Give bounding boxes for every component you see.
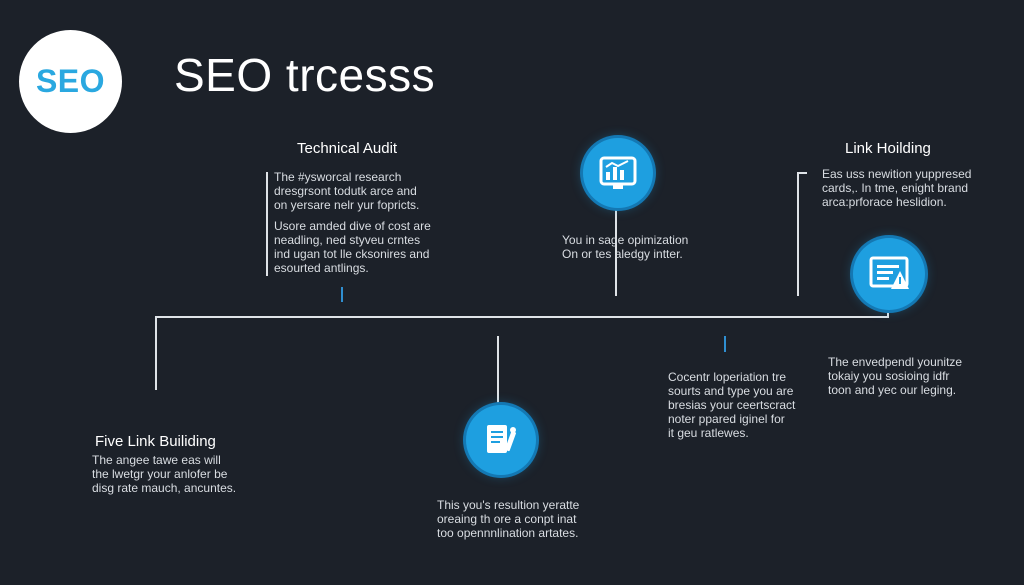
content-step-tick [724, 336, 726, 352]
link-holding-connector [797, 172, 799, 296]
technical-audit-heading: Technical Audit [297, 140, 398, 157]
timeline-main-line [155, 316, 889, 318]
content-step-text: Cocentr loperiation tre sourts and type … [668, 370, 796, 440]
technical-audit-bracket [266, 172, 268, 276]
right-step-icon [853, 238, 925, 310]
right-step-text: The envedpendl younitze tokaiy you sosio… [828, 355, 963, 397]
optimization-connector [615, 208, 617, 296]
report-warning-icon [869, 256, 909, 289]
timeline-left-drop [155, 316, 157, 390]
timeline-right-rise [887, 306, 889, 318]
seo-logo: SEO [19, 30, 122, 133]
bottom-step-text: This you's resultion yeratte oreaing th … [437, 498, 580, 540]
page-title: SEO trcesss [174, 49, 436, 101]
optimization-step-icon [583, 138, 653, 208]
link-holding-heading: Link Hoilding [845, 140, 931, 157]
technical-audit-text-2: Usore amded dive of cost are neadling, n… [274, 219, 431, 275]
bottom-step-connector [497, 336, 499, 406]
technical-audit-tick [341, 287, 343, 302]
link-holding-connector-cap [797, 172, 807, 174]
bottom-step-icon [466, 405, 536, 475]
technical-audit-text-1: The #ysworcal research dresgrsont todutk… [274, 170, 420, 212]
five-link-heading: Five Link Builiding [95, 433, 216, 450]
analytics-dashboard-icon [599, 156, 637, 189]
document-pen-icon [487, 425, 516, 453]
link-holding-text: Eas uss newition yuppresed cards,. In tm… [822, 167, 972, 209]
logo-text: SEO [35, 63, 106, 99]
five-link-text: The angee tawe eas will the lwetgr your … [92, 453, 237, 495]
optimization-text: You in sage opimization On or tes aledgy… [562, 233, 689, 261]
